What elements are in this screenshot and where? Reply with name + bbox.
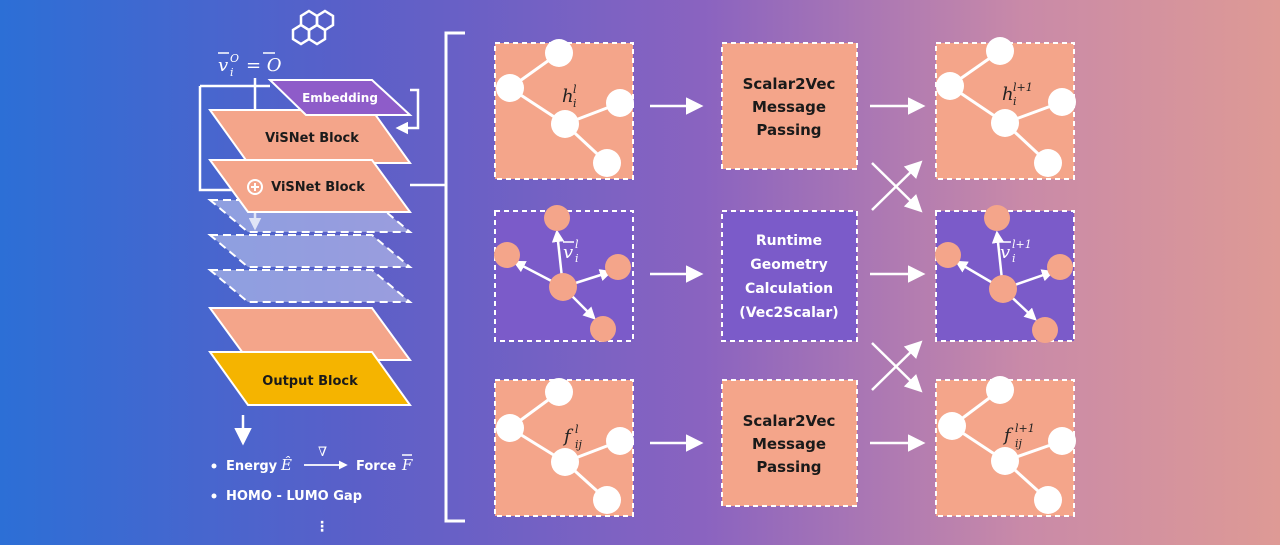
bracket-icon [444,31,465,523]
cross-arrow-icon [871,160,923,393]
initial-vector-equation: v i O = O [218,52,282,79]
svg-text:Calculation: Calculation [745,281,833,297]
circle-plus-icon [247,179,263,195]
op-box-runtime-geometry: Runtime Geometry Calculation (Vec2Scalar… [721,210,858,342]
svg-text:h: h [562,86,574,107]
svg-text:Scalar2Vec: Scalar2Vec [743,75,836,93]
visnet-block-1: ViSNet Block [208,109,412,164]
svg-text:i: i [575,252,579,265]
visnet-block-2: ViSNet Block [208,159,412,213]
svg-text:Message: Message [752,435,826,453]
svg-text:O: O [230,52,239,65]
svg-text:Embedding: Embedding [302,91,378,105]
graph-box-f-out: f l+1 ij [935,376,1076,517]
svg-text:ij: ij [575,438,583,451]
svg-text:ViSNet Block: ViSNet Block [265,131,359,146]
ghost-layers [207,199,413,303]
svg-text:l+1: l+1 [1013,81,1033,94]
graph-box-v-out: v l+1 i [935,205,1075,343]
svg-text:l+1: l+1 [1012,238,1032,251]
op-box-scalar2vec-top: Scalar2Vec Message Passing [721,42,858,170]
svg-text:Passing: Passing [756,458,821,476]
svg-text:Ê: Ê [280,456,292,474]
graph-box-v-in: v l i [494,205,634,342]
svg-text:Scalar2Vec: Scalar2Vec [743,412,836,430]
svg-text:l+1: l+1 [1015,422,1035,435]
svg-text:i: i [1013,95,1017,108]
salmon-layer-bottom [208,307,412,361]
svg-text:i: i [1012,252,1016,265]
svg-text:i: i [573,97,577,110]
svg-text:Geometry: Geometry [750,257,827,273]
svg-text:v: v [218,55,228,76]
embedding-block: Embedding [267,79,413,116]
svg-text:v: v [1000,242,1010,263]
svg-text:l: l [575,238,579,251]
graph-box-h-out: h l+1 i [935,37,1076,180]
svg-text:l: l [573,83,577,96]
svg-text:Passing: Passing [756,121,821,139]
outputs-list: Energy Ê ∇ Force F HOMO - LUMO Gap ⋮ [211,445,413,535]
svg-text:ij: ij [1015,437,1023,450]
svg-text:∇: ∇ [318,445,327,460]
svg-text:i: i [230,66,234,79]
molecule-hexagon-icon [291,9,335,46]
graph-box-h-in: h l i [494,39,634,180]
output-block: Output Block [208,351,412,406]
svg-text:= O: = O [246,55,282,76]
svg-text:v: v [563,242,573,263]
svg-text:Runtime: Runtime [756,233,822,249]
svg-text:Energy: Energy [226,459,278,474]
svg-text:l: l [575,423,579,436]
svg-text:Force: Force [356,459,396,474]
graph-box-f-in: f l ij [494,378,634,517]
svg-text:(Vec2Scalar): (Vec2Scalar) [739,305,838,321]
op-box-scalar2vec-bottom: Scalar2Vec Message Passing [721,379,858,507]
svg-text:F: F [401,456,413,474]
svg-text:Message: Message [752,98,826,116]
svg-text:Output Block: Output Block [262,374,358,389]
svg-text:⋮: ⋮ [315,519,329,535]
svg-text:h: h [1002,84,1014,105]
arrow-icon [650,97,926,452]
svg-text:HOMO - LUMO Gap: HOMO - LUMO Gap [226,489,362,504]
svg-text:ViSNet Block: ViSNet Block [271,180,365,195]
